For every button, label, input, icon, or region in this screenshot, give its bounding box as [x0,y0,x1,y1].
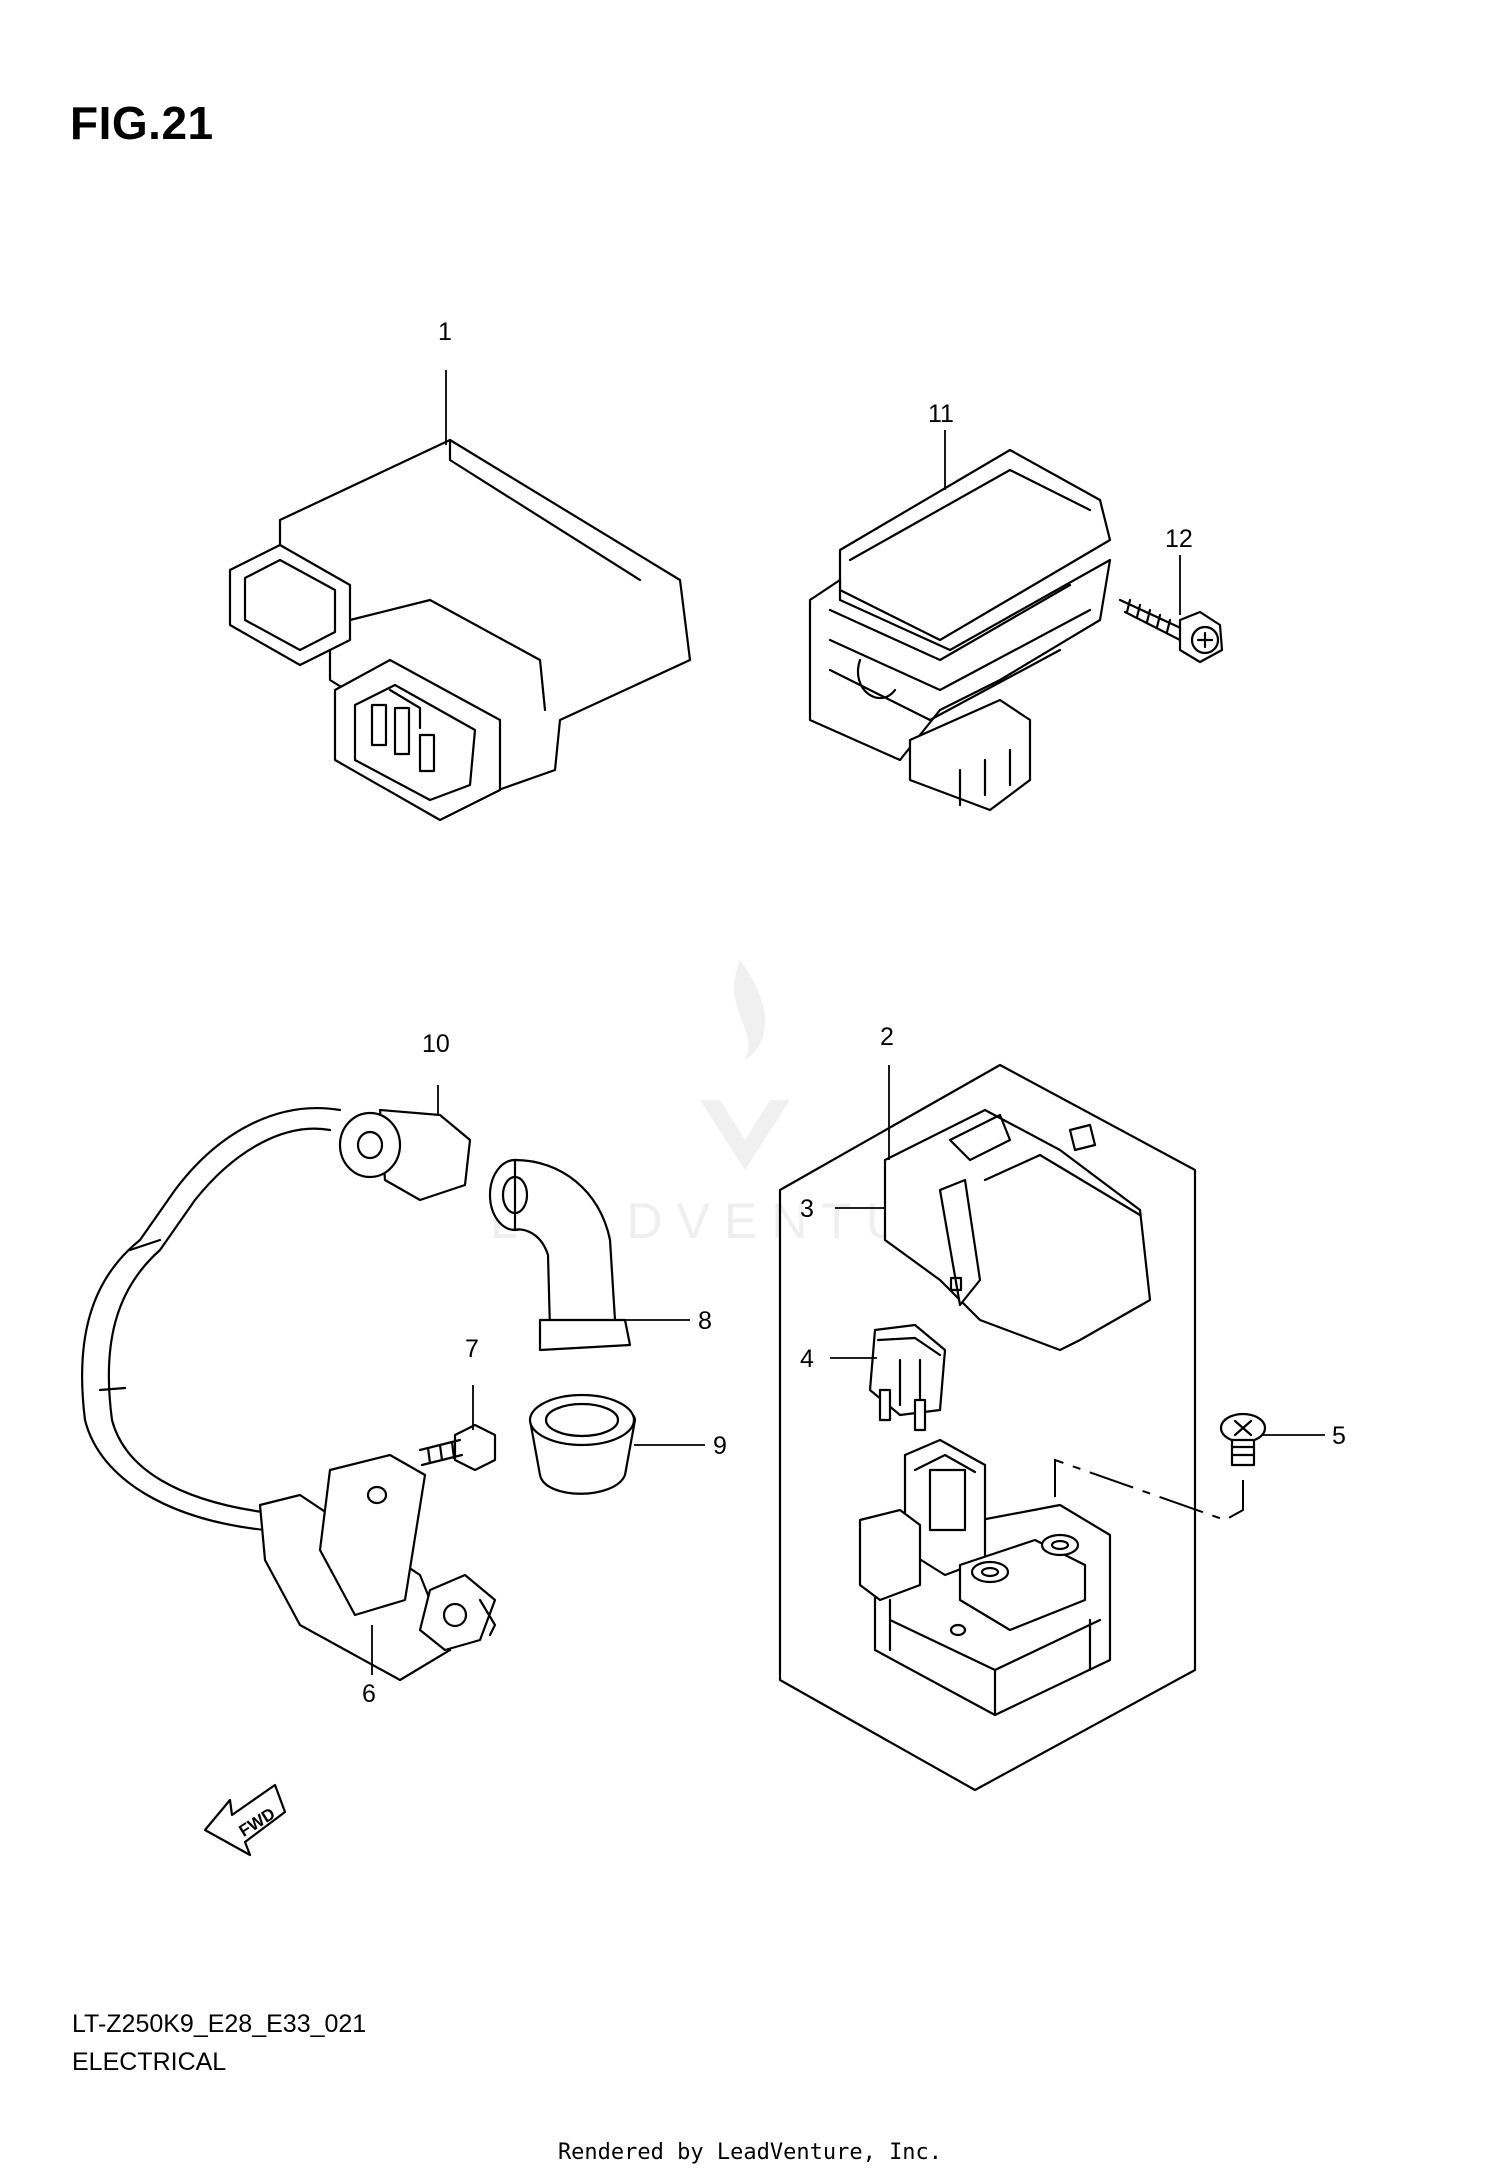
callout-3: 3 [800,1195,814,1223]
figure-title: FIG.21 [70,97,214,149]
part-9-seal-ring [528,1393,637,1495]
callout-10: 10 [422,1030,450,1058]
starter-relay-body [858,1438,1112,1717]
callout-1: 1 [438,318,452,346]
callout-7: 7 [465,1335,479,1363]
leader-lines [371,370,1325,1675]
rendered-by-credit: Rendered by LeadVenture, Inc. [557,2140,943,2165]
part-11-regulator [808,448,1112,812]
model-code: LT-Z250K9_E28_E33_021 [72,2010,367,2038]
assembly-line-5 [1054,1458,1244,1522]
part-12-bolt [1118,598,1224,664]
callout-4: 4 [800,1345,814,1373]
part-3-relay-cover [883,1108,1152,1352]
callout-8: 8 [698,1307,712,1335]
part-2-kit-outline [778,1063,1197,1792]
fwd-arrow: FWD [203,1783,287,1857]
part-6-ignition-coil [80,1107,497,1682]
section-title: ELECTRICAL [72,2048,227,2076]
part-1-cdi-unit [228,438,692,822]
callout-5: 5 [1332,1422,1346,1450]
callout-9: 9 [713,1432,727,1460]
callout-12: 12 [1165,525,1193,553]
part-8-plug-cap [488,1158,632,1352]
callout-11: 11 [928,400,954,428]
part-7-bolt [418,1423,497,1472]
callout-6: 6 [362,1680,376,1708]
part-5-bolt [1219,1412,1267,1467]
part-10-grommet [338,1108,472,1202]
callout-2: 2 [880,1023,894,1051]
part-4-fuse [868,1323,947,1432]
